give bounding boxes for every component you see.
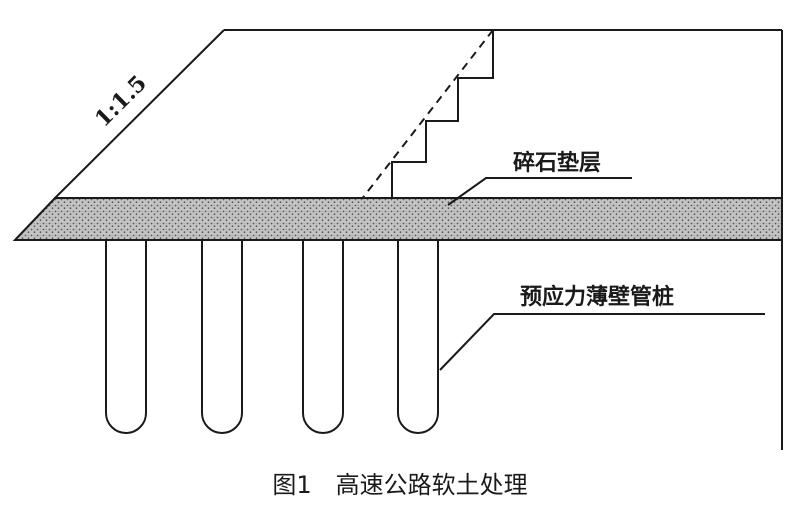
gravel-cushion-label: 碎石垫层	[513, 150, 601, 176]
stepped-benching	[391, 30, 494, 198]
gravel-cushion-layer	[12, 197, 783, 241]
pipe-pile	[397, 240, 439, 434]
pipe-pile-label: 预应力薄壁管桩	[520, 284, 674, 310]
dashed-benching-line	[329, 29, 494, 241]
embankment-slope-line	[54, 29, 225, 199]
slope-ratio-label: 1:1.5	[90, 70, 152, 132]
pipe-pile	[302, 240, 344, 434]
pipe-pile	[105, 240, 147, 434]
pipe-piles	[105, 240, 439, 434]
gravel-cushion-leader	[447, 177, 632, 206]
pipe-pile-leader	[439, 313, 765, 371]
pipe-pile	[201, 240, 243, 434]
figure-caption: 图1 高速公路软土处理	[272, 471, 527, 499]
